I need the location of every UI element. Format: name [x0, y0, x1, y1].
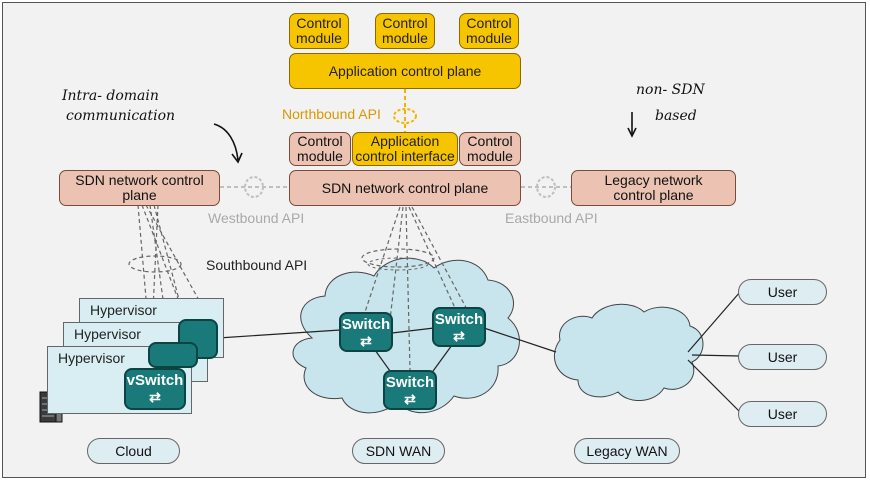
hypervisor-label: Hypervisor: [90, 302, 157, 318]
vswitch-front: vSwitch ⇄: [124, 368, 186, 410]
legacy-network-control-plane: Legacy network control plane: [571, 170, 736, 206]
switch-arrows-icon: ⇄: [453, 328, 465, 344]
sdn-wan-label: SDN WAN: [352, 438, 445, 464]
sdn-network-control-plane-left: SDN network control plane: [59, 170, 220, 206]
switch-arrows-icon: ⇄: [149, 389, 161, 405]
switch-label: Switch: [434, 311, 484, 328]
sdn-network-control-plane: SDN network control plane: [289, 170, 521, 206]
switch-arrows-icon: ⇄: [404, 391, 416, 407]
user-3: User: [738, 401, 827, 427]
annotation-arrow-left: [213, 123, 239, 161]
control-module-top-1: Control module: [289, 13, 349, 49]
control-module-top-2: Control module: [375, 13, 435, 49]
switch-sdn-3: Switch ⇄: [383, 370, 437, 410]
sdn-wan-cloud: [292, 257, 520, 414]
vswitch-middle: [148, 342, 198, 368]
control-module-top-3: Control module: [459, 13, 519, 49]
legacy-wan-label: Legacy WAN: [574, 438, 680, 464]
user-2: User: [738, 344, 827, 370]
annotation-right-line1: non- SDN: [636, 82, 705, 98]
switch-label: Switch: [341, 316, 391, 333]
user-1: User: [738, 279, 827, 305]
eastbound-api-label: Eastbound API: [505, 210, 598, 226]
northbound-api-label: Northbound API: [282, 106, 381, 122]
switch-sdn-2: Switch ⇄: [432, 307, 486, 347]
switch-arrows-icon: ⇄: [360, 333, 372, 349]
hypervisor-label: Hypervisor: [58, 350, 125, 366]
cloud-label: Cloud: [87, 438, 180, 464]
hypervisor-label: Hypervisor: [74, 326, 141, 342]
legacy-wan-cloud: [553, 303, 704, 401]
switch-sdn-1: Switch ⇄: [339, 312, 393, 352]
southbound-api-label: Southbound API: [206, 257, 308, 273]
application-control-interface: Application control interface: [352, 132, 458, 166]
control-module-left: Control module: [289, 132, 351, 166]
switch-label: Switch: [385, 374, 435, 391]
vswitch-label: vSwitch: [126, 372, 184, 389]
control-module-right: Control module: [459, 132, 521, 166]
annotation-right-line2: based: [655, 108, 697, 124]
annotation-left-line2: communication: [66, 108, 176, 124]
annotation-left-line1: Intra- domain: [62, 88, 159, 104]
westbound-api-label: Westbound API: [208, 210, 305, 226]
application-control-plane: Application control plane: [289, 53, 521, 89]
